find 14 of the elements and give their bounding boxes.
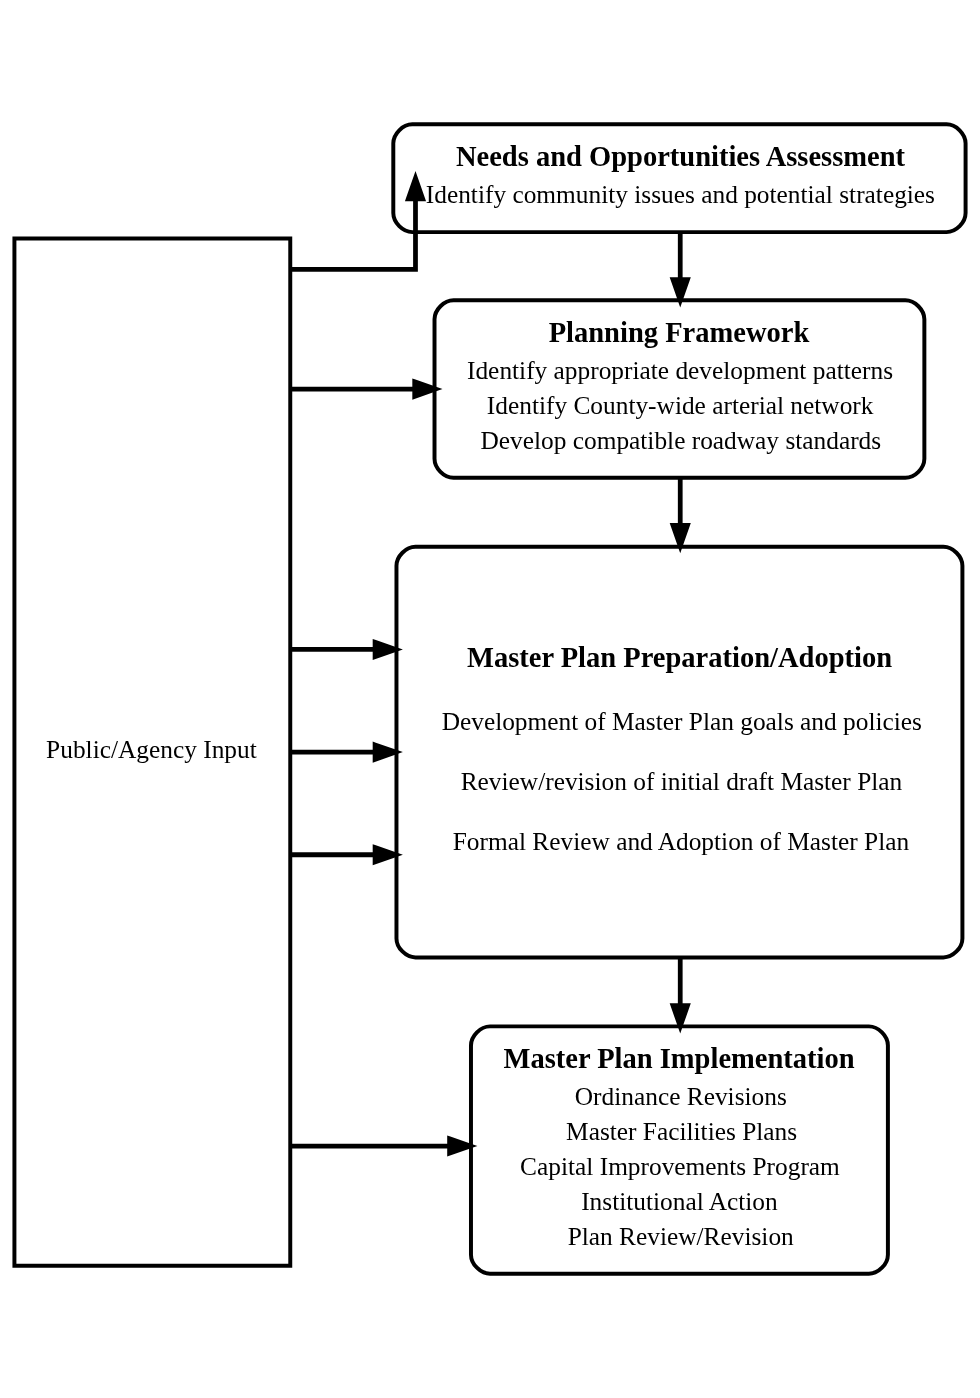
- arrow: [290, 844, 403, 866]
- node-box: Planning Framework Identify appropriate development patterns Identify County-wide arterial network Develop compatible roadway standards: [432, 298, 927, 480]
- arrow: [669, 477, 691, 554]
- arrow: [290, 638, 403, 661]
- arrow: [669, 958, 691, 1034]
- node-box: Public/Agency Input: [12, 236, 293, 1268]
- node-box: Needs and Opportunities Assessment Identify community issues and potential strategies: [391, 122, 968, 235]
- arrow: [290, 1135, 478, 1157]
- arrow: [290, 741, 403, 763]
- node-box: Master Plan Preparation/Adoption Development of Master Plan goals and policies Review/revision of initial draft Master Plan Formal Review and Adoption of Master Plan: [394, 544, 965, 960]
- node-box: Master Plan Implementation Ordinance Revisions Master Facilities Plans Capital Improvements Program Institutional Action Plan Review/Revision: [469, 1024, 890, 1276]
- arrow: [669, 232, 691, 308]
- arrow: [290, 171, 427, 272]
- arrow: [290, 378, 443, 400]
